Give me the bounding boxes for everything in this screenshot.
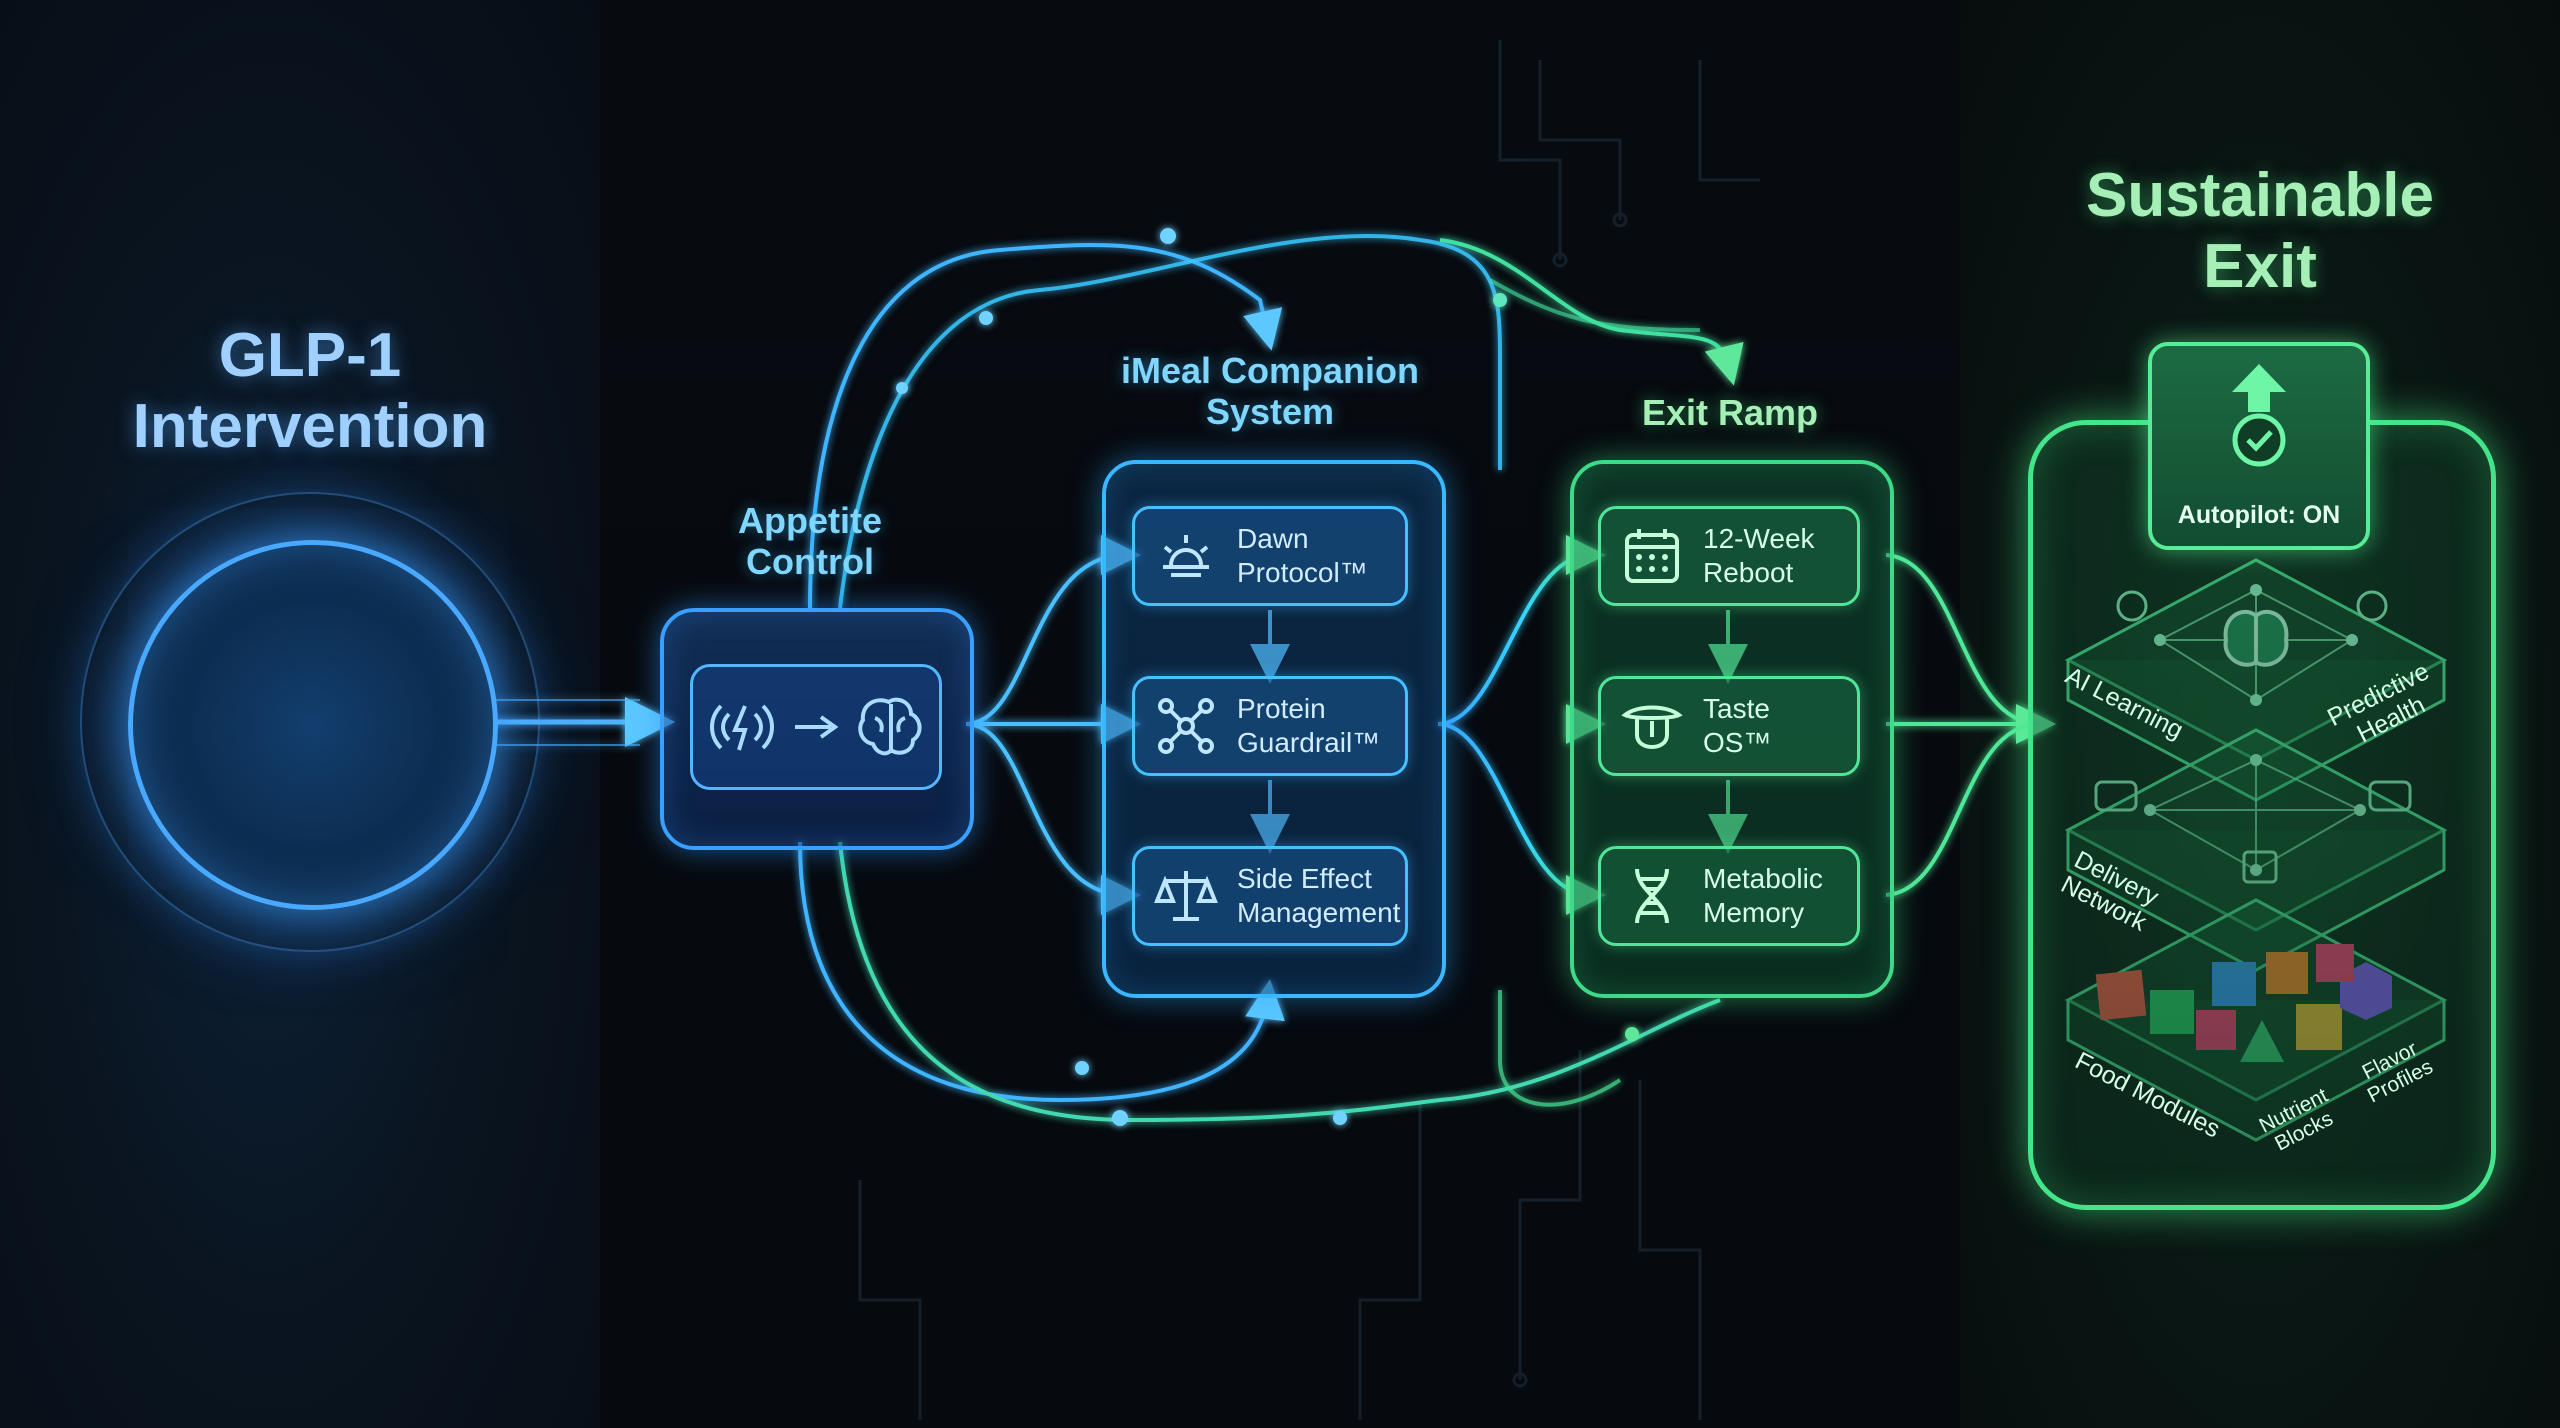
loop-nodes xyxy=(896,228,1639,1126)
exit-to-stack-connectors xyxy=(1885,553,2056,897)
imeal-companion-box: Dawn Protocol™ Protein Guardrail™ Side E… xyxy=(1102,460,1446,998)
pill-halo-ring xyxy=(80,492,540,952)
feedback-loops xyxy=(798,233,1744,1123)
calendar-icon xyxy=(1625,529,1679,583)
module-metabolic-memory: Metabolic Memory xyxy=(1598,846,1860,946)
module-12-week-reboot: 12-Week Reboot xyxy=(1598,506,1860,606)
exit-ramp-box: 12-Week Reboot Taste OS™ Metabolic Memor… xyxy=(1570,460,1894,998)
module-taste-os: Taste OS™ xyxy=(1598,676,1860,776)
taste-os-label: Taste OS™ xyxy=(1703,693,1772,758)
glp1-intervention-title: GLP-1 Intervention xyxy=(132,321,488,462)
12-week-reboot-label: 12-Week Reboot xyxy=(1703,523,1815,588)
appetite-signal-panel xyxy=(690,664,942,790)
module-dawn-protocol: Dawn Protocol™ xyxy=(1132,506,1408,606)
arrow-up-icon xyxy=(2232,364,2286,412)
circuit-traces xyxy=(858,40,1760,1420)
sustainable-exit-title: Sustainable Exit xyxy=(2086,161,2434,302)
dawn-protocol-label: Dawn Protocol™ xyxy=(1237,523,1368,588)
exit-ramp-title: Exit Ramp xyxy=(1641,392,1819,433)
appetite-to-imeal-connectors xyxy=(965,535,1141,915)
metabolic-memory-label: Metabolic Memory xyxy=(1703,863,1823,928)
appetite-control-box xyxy=(660,608,974,850)
sustainable-exit-stack-frame xyxy=(2028,420,2496,1210)
scales-icon xyxy=(1154,871,1218,921)
sunrise-icon xyxy=(1163,535,1209,577)
signal-icon xyxy=(710,704,774,751)
check-circle-icon xyxy=(2232,413,2286,467)
pill-icon-circle xyxy=(128,540,498,910)
module-protein-guardrail: Protein Guardrail™ xyxy=(1132,676,1408,776)
autopilot-card: Autopilot: ON xyxy=(2148,342,2370,550)
imeal-companion-title: iMeal Companion System xyxy=(1120,350,1420,433)
protein-guardrail-label: Protein Guardrail™ xyxy=(1237,693,1381,758)
autopilot-status-label: Autopilot: ON xyxy=(2177,501,2341,529)
imeal-to-exit-connectors xyxy=(1437,535,1606,915)
brain-icon xyxy=(858,697,922,756)
dna-icon xyxy=(1635,868,1669,924)
tongue-icon xyxy=(1621,705,1683,749)
appetite-control-title: Appetite Control xyxy=(738,500,882,583)
module-side-effect-management: Side Effect Management xyxy=(1132,846,1408,946)
arrow-right-icon xyxy=(795,715,839,739)
molecule-icon xyxy=(1158,698,1214,754)
side-effect-management-label: Side Effect Management xyxy=(1237,863,1401,928)
